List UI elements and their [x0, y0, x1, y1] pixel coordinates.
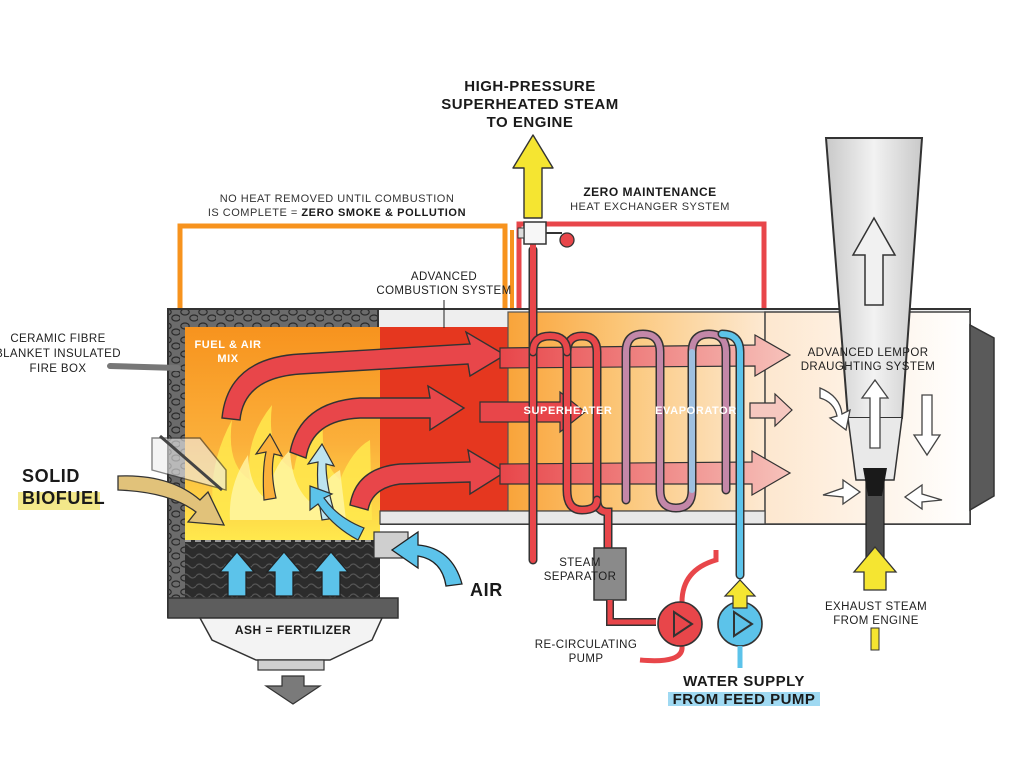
svg-text:WATER SUPPLY: WATER SUPPLY: [683, 673, 805, 690]
nozzle-cone: [863, 468, 887, 496]
svg-text:SEPARATOR: SEPARATOR: [544, 571, 617, 583]
feed-up-arrow: [723, 579, 757, 609]
evaporator-label: EVAPORATOR: [655, 405, 737, 417]
svg-text:FUEL & AIR: FUEL & AIR: [194, 339, 261, 351]
svg-text:TO ENGINE: TO ENGINE: [487, 114, 574, 131]
steam-up-arrow: [512, 134, 554, 219]
hot-gas-arrows: [221, 330, 507, 511]
ash-label: ASH = FERTILIZER: [235, 623, 351, 637]
draught-arrows: [819, 378, 943, 511]
svg-text:HIGH-PRESSURE: HIGH-PRESSURE: [464, 78, 596, 95]
fuel-chute-edge: [159, 434, 223, 492]
ash-hopper: [198, 617, 384, 661]
svg-text:BIOFUEL: BIOFUEL: [22, 488, 105, 508]
recirc-up: [679, 550, 719, 603]
exchanger-base: [379, 510, 766, 525]
mix-arrows: [254, 432, 365, 541]
svg-text:SOLID: SOLID: [22, 466, 80, 486]
svg-text:FROM FEED PUMP: FROM FEED PUMP: [673, 691, 816, 708]
svg-text:FIRE BOX: FIRE BOX: [30, 363, 87, 375]
fuel-arrow: [117, 475, 226, 526]
ceramic-label: CERAMIC FIBRE BLANKET INSULATED FIRE BOX: [0, 333, 121, 375]
svg-text:MIX: MIX: [217, 353, 238, 365]
valve-icon: [517, 221, 575, 248]
exhaust-steam-arrow: [852, 545, 898, 591]
fuel-air-label: FUEL & AIR MIX: [194, 339, 261, 365]
air-label: AIR: [470, 580, 503, 600]
steam-out-label: HIGH-PRESSURE SUPERHEATED STEAM TO ENGIN…: [441, 78, 618, 131]
steam-separator-label: STEAM SEPARATOR: [544, 557, 617, 583]
superheater-label: SUPERHEATER: [524, 405, 613, 417]
svg-text:IS COMPLETE = ZERO SMOKE & POL: IS COMPLETE = ZERO SMOKE & POLLUTION: [208, 207, 466, 219]
recirc-pipe-inner: [607, 600, 656, 625]
firebox-bottom: [167, 597, 399, 619]
solid-biofuel-label: SOLID BIOFUEL: [18, 466, 105, 510]
lempor-label: ADVANCED LEMPOR DRAUGHTING SYSTEM: [801, 347, 936, 373]
pump-icon: [657, 601, 703, 647]
svg-text:FROM ENGINE: FROM ENGINE: [833, 615, 919, 627]
superheater-coil: [528, 245, 613, 565]
zero-maintenance-label: ZERO MAINTENANCE HEAT EXCHANGER SYSTEM: [570, 185, 730, 213]
svg-text:ADVANCED LEMPOR: ADVANCED LEMPOR: [808, 347, 929, 359]
no-heat-label: NO HEAT REMOVED UNTIL COMBUSTION IS COMP…: [208, 193, 466, 219]
exhaust-arrow: [851, 216, 897, 306]
svg-text:ADVANCED: ADVANCED: [411, 271, 477, 283]
exhaust-steam-line: [870, 627, 880, 651]
air-arrow: [390, 530, 463, 587]
svg-text:CERAMIC FIBRE: CERAMIC FIBRE: [10, 333, 105, 345]
svg-text:EXHAUST STEAM: EXHAUST STEAM: [825, 601, 927, 613]
evaporator-coil: [621, 329, 745, 580]
recirc-pump-label: RE-CIRCULATING PUMP: [535, 639, 638, 665]
exhaust-label: EXHAUST STEAM FROM ENGINE: [825, 601, 927, 627]
advanced-combustion-label: ADVANCED COMBUSTION SYSTEM: [376, 271, 511, 297]
combustion-bracket: [177, 223, 508, 312]
svg-text:ZERO MAINTENANCE: ZERO MAINTENANCE: [583, 185, 716, 199]
ceramic-leader: [107, 363, 181, 371]
water-supply-label: WATER SUPPLY FROM FEED PUMP: [668, 673, 820, 708]
svg-text:RE-CIRCULATING: RE-CIRCULATING: [535, 639, 638, 651]
svg-text:DRAUGHTING SYSTEM: DRAUGHTING SYSTEM: [801, 361, 936, 373]
svg-text:STEAM: STEAM: [559, 557, 601, 569]
end-cap: [969, 323, 995, 512]
ash-down-arrow: [264, 675, 322, 705]
grate-air-arrows: [218, 550, 350, 597]
exchanger-bracket: [516, 221, 767, 310]
svg-text:NO HEAT REMOVED UNTIL COMBUSTI: NO HEAT REMOVED UNTIL COMBUSTION: [220, 193, 455, 205]
recirc-pipe: [606, 600, 656, 626]
svg-text:HEAT EXCHANGER SYSTEM: HEAT EXCHANGER SYSTEM: [570, 201, 730, 213]
svg-text:SUPERHEATED STEAM: SUPERHEATED STEAM: [441, 96, 618, 113]
recirc-out: [639, 645, 685, 664]
svg-text:BLANKET INSULATED: BLANKET INSULATED: [0, 348, 121, 360]
svg-text:PUMP: PUMP: [569, 653, 604, 665]
ash-outlet: [257, 659, 325, 671]
svg-text:COMBUSTION SYSTEM: COMBUSTION SYSTEM: [376, 285, 511, 297]
